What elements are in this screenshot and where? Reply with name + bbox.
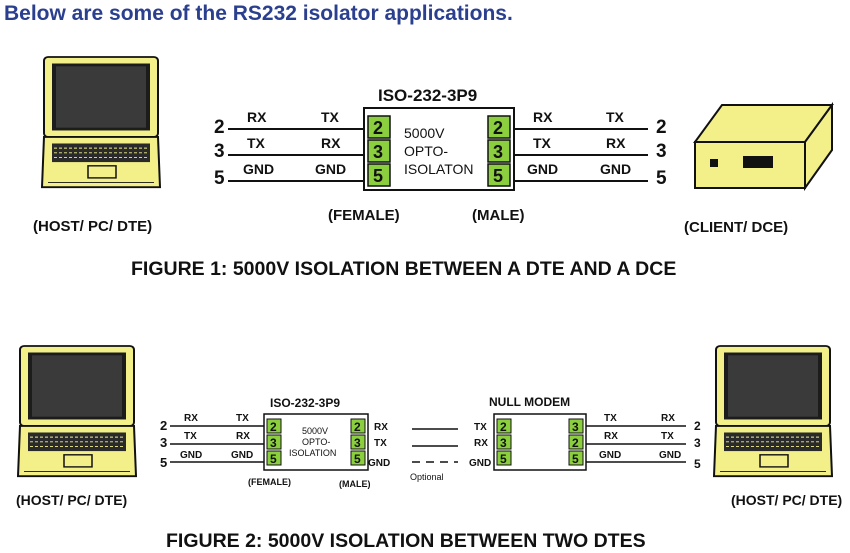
f1-iso-right-pin: 5 xyxy=(493,166,503,186)
f2-right-pin: 5 xyxy=(694,457,701,471)
figure2-null-modem: TX RX GND 2 3 5 3 2 5 xyxy=(469,413,587,471)
figure1-isolator-title: ISO-232-3P9 xyxy=(378,86,477,105)
f2-right-label-b: RX xyxy=(661,413,675,424)
figure1-male-label: (MALE) xyxy=(472,207,525,224)
f1-left-pin: 3 xyxy=(214,141,225,162)
figure2-male-label: (MALE) xyxy=(339,479,371,489)
figure1-client-device xyxy=(693,101,834,192)
f2-right-label-a: RX xyxy=(604,431,618,442)
figure1-host-label: (HOST/ PC/ DTE) xyxy=(33,218,152,235)
f2-left-label-a: GND xyxy=(180,450,202,461)
f1-left-label-a: TX xyxy=(247,135,266,151)
f1-right-label-a: TX xyxy=(533,135,552,151)
figure1-host-laptop xyxy=(41,56,161,189)
f2-right-label-a: GND xyxy=(599,450,621,461)
f1-iso-body: 5000V xyxy=(404,125,445,141)
f1-right-pin: 5 xyxy=(656,168,667,189)
figure2-link-wires xyxy=(412,428,458,463)
figure1-female-label: (FEMALE) xyxy=(328,207,400,224)
f1-left-label-a: GND xyxy=(243,161,274,177)
f2-right-pin: 3 xyxy=(694,436,701,450)
f1-iso-body: ISOLATON xyxy=(404,161,474,177)
figure1-right-wires: RX TX GND TX RX GND 2 3 5 xyxy=(514,109,667,189)
f2-right-label-b: TX xyxy=(661,431,674,442)
f1-left-label-b: TX xyxy=(321,109,340,125)
figure2-host-left-label: (HOST/ PC/ DTE) xyxy=(16,492,127,508)
f1-left-pin: 2 xyxy=(214,117,225,138)
f2-left-label-b: GND xyxy=(231,450,253,461)
f1-iso-body: OPTO- xyxy=(404,143,448,159)
f2-iso-right-pin: 2 xyxy=(354,420,361,434)
f2-nm-right-pin: 3 xyxy=(572,420,579,434)
f1-iso-left-pin: 3 xyxy=(373,142,383,162)
f2-left-label-b: RX xyxy=(236,431,250,442)
f2-iso-left-pin: 3 xyxy=(270,436,277,450)
f2-iso-right-pin: 5 xyxy=(354,452,361,466)
f2-nm-left-pin: 3 xyxy=(500,436,507,450)
figure2-caption: FIGURE 2: 5000V ISOLATION BETWEEN TWO DT… xyxy=(166,530,646,552)
f1-left-label-b: GND xyxy=(315,161,346,177)
figure1-client-label: (CLIENT/ DCE) xyxy=(684,219,788,236)
f2-nm-left-pin: 2 xyxy=(500,420,507,434)
f1-iso-left-pin: 5 xyxy=(373,166,383,186)
f2-iso-right-pin: 3 xyxy=(354,436,361,450)
f1-iso-left-pin: 2 xyxy=(373,118,383,138)
f2-iso-body: 5000V xyxy=(302,426,328,436)
figure2-left-wires: 2 3 5 RX TX GND TX RX GND xyxy=(160,413,264,470)
f1-right-label-a: RX xyxy=(533,109,553,125)
figure1-isolator: 2 3 5 2 3 5 5000V OPTO- ISOLATON xyxy=(363,107,515,191)
f1-left-pin: 5 xyxy=(214,168,225,189)
f2-left-label-b: TX xyxy=(236,413,249,424)
f2-right-pin: 2 xyxy=(694,419,701,433)
f2-iso-body: ISOLATION xyxy=(289,448,336,458)
f2-iso-left-pin: 2 xyxy=(270,420,277,434)
f2-left-label-a: TX xyxy=(184,431,197,442)
figure2-host-right-label: (HOST/ PC/ DTE) xyxy=(731,492,842,508)
figure2-right-laptop xyxy=(713,345,833,478)
f2-iso-body: OPTO- xyxy=(302,437,330,447)
f1-right-label-b: TX xyxy=(606,109,625,125)
f2-left-pin: 5 xyxy=(160,455,167,470)
f1-left-label-a: RX xyxy=(247,109,267,125)
figure1-caption: FIGURE 1: 5000V ISOLATION BETWEEN A DTE … xyxy=(131,258,677,280)
f2-nm-right-pin: 2 xyxy=(572,436,579,450)
figure2-isolator-title: ISO-232-3P9 xyxy=(270,396,340,410)
figure2-left-laptop xyxy=(17,345,137,478)
f2-right-label-b: GND xyxy=(659,450,681,461)
f2-nm-in-label: GND xyxy=(469,458,491,469)
f1-right-label-a: GND xyxy=(527,161,558,177)
f2-left-pin: 2 xyxy=(160,418,167,433)
figure2-right-wires: TX RX GND RX TX GND 2 3 5 xyxy=(586,413,701,471)
f2-iso-out-label: TX xyxy=(374,438,387,449)
f2-right-label-a: TX xyxy=(604,413,617,424)
page-heading: Below are some of the RS232 isolator app… xyxy=(4,2,513,25)
figure2-iso-outputs: RX TX GND xyxy=(368,422,390,469)
f1-iso-right-pin: 2 xyxy=(493,118,503,138)
figure2-isolator: 2 3 5 2 3 5 5000V OPTO- ISOLATION xyxy=(263,413,369,471)
f2-iso-out-label: RX xyxy=(374,422,388,433)
f2-left-label-a: RX xyxy=(184,413,198,424)
figure2-optional-label: Optional xyxy=(410,472,444,482)
f1-right-label-b: RX xyxy=(606,135,626,151)
f2-iso-left-pin: 5 xyxy=(270,452,277,466)
f2-nm-in-label: RX xyxy=(474,438,488,449)
f2-nm-right-pin: 5 xyxy=(572,452,579,466)
f2-iso-out-label: GND xyxy=(368,458,390,469)
f2-nm-in-label: TX xyxy=(474,422,487,433)
f1-right-pin: 2 xyxy=(656,117,667,138)
figure2-null-modem-title: NULL MODEM xyxy=(489,395,570,409)
f1-right-label-b: GND xyxy=(600,161,631,177)
f1-right-pin: 3 xyxy=(656,141,667,162)
f1-left-label-b: RX xyxy=(321,135,341,151)
f2-left-pin: 3 xyxy=(160,435,167,450)
figure2-female-label: (FEMALE) xyxy=(248,477,291,487)
figure1-left-wires: 2 3 5 RX TX GND TX RX GND xyxy=(214,109,364,189)
f1-iso-right-pin: 3 xyxy=(493,142,503,162)
f2-nm-left-pin: 5 xyxy=(500,452,507,466)
